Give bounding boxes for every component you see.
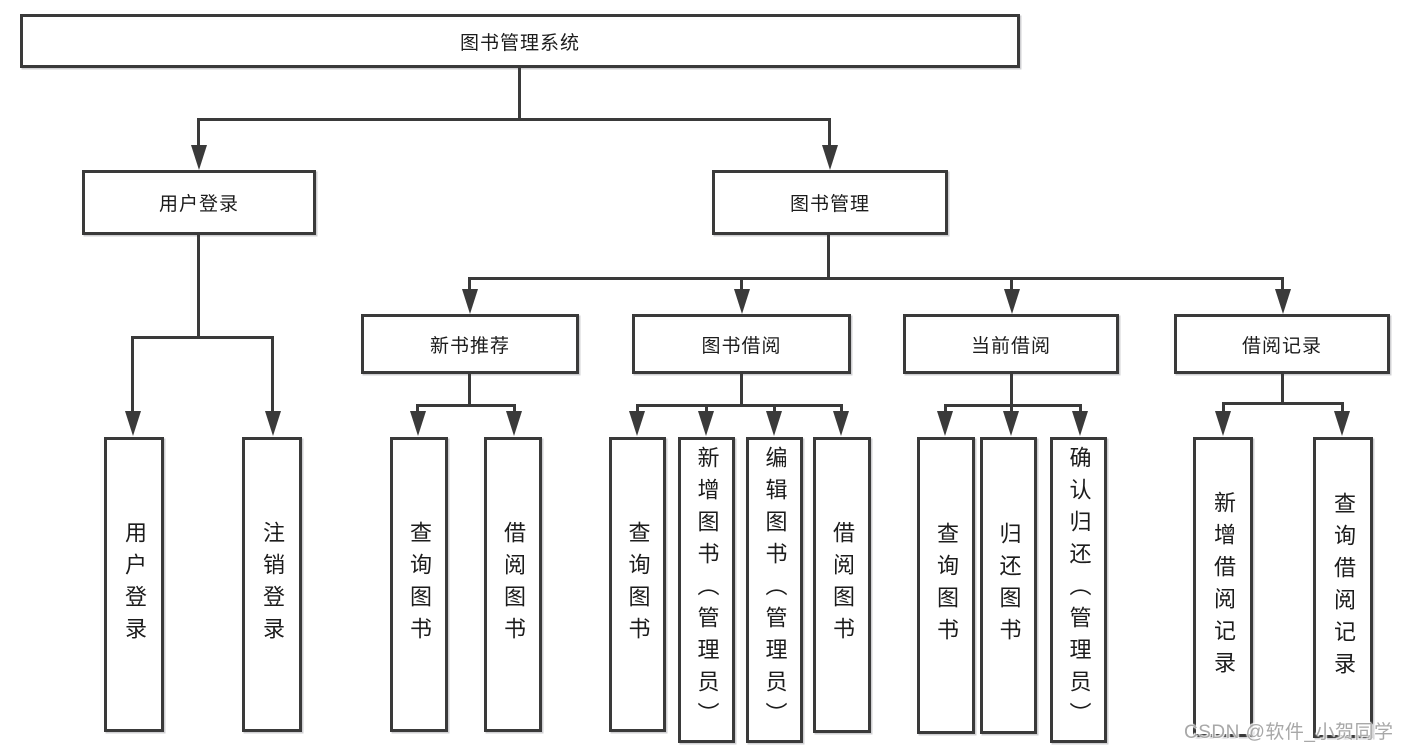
leaf-query-books-1-label: 查询图书: [407, 520, 432, 649]
leaf-add-borrow-record-label: 新增借阅记录: [1211, 491, 1236, 683]
connector-borrow-records-stem: [1281, 374, 1284, 405]
connector-leaf-add-books-drop: [705, 404, 708, 414]
connector-user-login-stem: [197, 235, 200, 339]
leaf-logout: 注销登录: [242, 437, 302, 732]
node-new-book-recommend: 新书推荐: [361, 314, 579, 374]
leaf-add-books-admin-label: 新增图书（管理员）: [694, 446, 720, 734]
arrowhead-current-borrow: [1004, 289, 1020, 314]
csdn-watermark: CSDN @软件_小贺同学: [1184, 722, 1394, 743]
leaf-return-books: 归还图书: [980, 437, 1037, 734]
arrowhead-leaf-add-books: [698, 411, 714, 436]
leaf-add-books-admin: 新增图书（管理员）: [678, 437, 735, 743]
arrowhead-leaf-edit-books: [766, 411, 782, 436]
arrowhead-leaf-borrow1: [506, 411, 522, 436]
connector-current-borrow-drop: [1010, 277, 1013, 293]
arrowhead-leaf-user-login: [125, 411, 141, 436]
leaf-add-borrow-record: 新增借阅记录: [1193, 437, 1253, 737]
arrowhead-leaf-borrow2: [833, 411, 849, 436]
arrowhead-leaf-query2: [629, 411, 645, 436]
arrowhead-book-borrow: [734, 289, 750, 314]
node-new-book-recommend-label: 新书推荐: [429, 335, 510, 357]
arrowhead-leaf-query1: [410, 411, 426, 436]
connector-leaf-logout-drop: [271, 336, 274, 415]
connector-book-borrow-drop: [740, 277, 743, 293]
node-book-management: 图书管理: [712, 170, 948, 235]
leaf-user-login: 用户登录: [104, 437, 164, 732]
connector-level2-rail: [197, 118, 831, 121]
leaf-return-books-label: 归还图书: [996, 521, 1022, 650]
node-user-login: 用户登录: [82, 170, 316, 235]
node-book-management-label: 图书管理: [789, 194, 870, 215]
connector-book-borrow-stem: [740, 374, 743, 406]
node-root-label: 图书管理系统: [459, 32, 580, 54]
connector-leaf-borrow1-drop: [513, 404, 516, 414]
node-current-borrow: 当前借阅: [903, 314, 1119, 374]
connector-leaf-query-record-drop: [1341, 402, 1344, 414]
connector-leaf-edit-books-drop: [773, 404, 776, 414]
arrowhead-leaf-confirm-return: [1072, 411, 1088, 436]
connector-new-book-stem: [468, 374, 471, 406]
connector-leaf-query3-drop: [944, 404, 947, 414]
leaf-borrow-books-1: 借阅图书: [484, 437, 542, 732]
node-borrow-records-label: 借阅记录: [1241, 335, 1322, 357]
connector-borrow-records-drop: [1281, 277, 1284, 293]
connector-book-borrow-rail: [636, 404, 843, 407]
arrowhead-borrow-records: [1275, 289, 1291, 314]
node-current-borrow-label: 当前借阅: [970, 335, 1051, 357]
node-user-login-label: 用户登录: [158, 194, 239, 215]
node-root: 图书管理系统: [20, 14, 1020, 68]
connector-leaf-user-login-drop: [131, 336, 134, 415]
leaf-confirm-return-admin: 确认归还（管理员）: [1050, 437, 1107, 743]
connector-new-book-rail: [416, 404, 516, 407]
leaf-borrow-books-2: 借阅图书: [813, 437, 871, 733]
node-book-borrow: 图书借阅: [632, 314, 851, 374]
node-book-borrow-label: 图书借阅: [701, 335, 782, 357]
connector-new-book-drop: [468, 277, 471, 293]
leaf-confirm-return-admin-label: 确认归还（管理员）: [1066, 446, 1092, 734]
arrowhead-leaf-add-record: [1215, 411, 1231, 436]
arrowhead-book-management: [822, 145, 838, 170]
arrowhead-user-login: [191, 145, 207, 170]
leaf-query-borrow-record: 查询借阅记录: [1313, 437, 1373, 738]
connector-leaf-return-drop: [1010, 404, 1013, 414]
leaf-query-books-2-label: 查询图书: [625, 520, 651, 649]
leaf-query-books-3-label: 查询图书: [934, 521, 959, 650]
leaf-edit-books-admin: 编辑图书（管理员）: [746, 437, 803, 743]
arrowhead-leaf-logout: [265, 411, 281, 436]
connector-book-management-stem: [827, 235, 830, 280]
leaf-logout-label: 注销登录: [260, 520, 285, 649]
leaf-query-books-3: 查询图书: [917, 437, 975, 734]
connector-borrow-records-rail: [1222, 402, 1344, 405]
connector-root-stem: [518, 68, 521, 120]
leaf-borrow-books-1-label: 借阅图书: [501, 520, 526, 649]
leaf-query-books-2: 查询图书: [609, 437, 666, 732]
arrowhead-leaf-return: [1003, 411, 1019, 436]
leaf-borrow-books-2-label: 借阅图书: [830, 521, 855, 649]
connector-user-login-drop: [197, 118, 200, 148]
connector-leaf-add-record-drop: [1222, 402, 1225, 414]
arrowhead-leaf-query-record: [1334, 411, 1350, 436]
connector-level3-rail: [468, 277, 1284, 280]
connector-current-borrow-stem: [1010, 374, 1013, 406]
arrowhead-leaf-query3: [937, 411, 953, 436]
connector-current-borrow-rail: [944, 404, 1082, 407]
connector-leaf-borrow2-drop: [840, 404, 843, 414]
connector-user-login-rail: [131, 336, 274, 339]
connector-leaf-confirm-return-drop: [1079, 404, 1082, 414]
connector-leaf-query2-drop: [636, 404, 639, 414]
arrowhead-new-book-recommend: [462, 289, 478, 314]
connector-leaf-query1-drop: [416, 404, 419, 414]
leaf-edit-books-admin-label: 编辑图书（管理员）: [762, 446, 788, 734]
leaf-user-login-label: 用户登录: [122, 520, 147, 649]
connector-book-management-drop: [828, 118, 831, 148]
leaf-query-books-1: 查询图书: [390, 437, 448, 732]
leaf-query-borrow-record-label: 查询借阅记录: [1331, 491, 1356, 684]
node-borrow-records: 借阅记录: [1174, 314, 1390, 374]
